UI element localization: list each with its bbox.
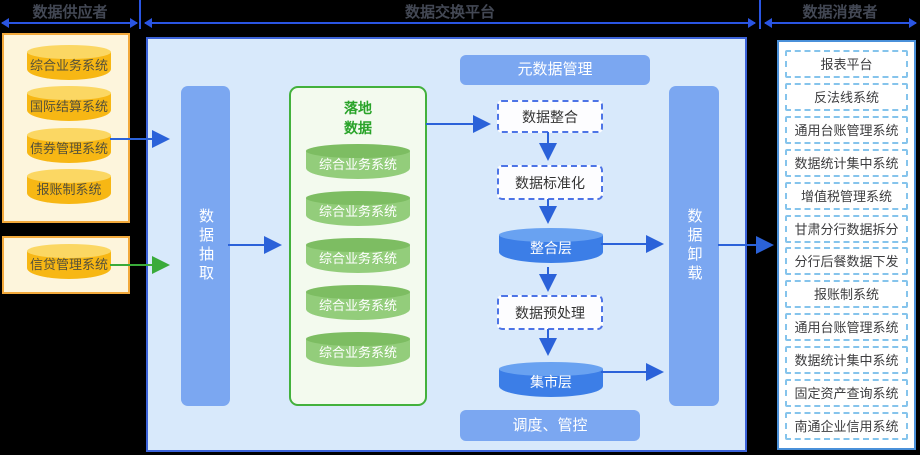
consumer-item: 反法线系统 (785, 82, 908, 111)
metadata-management-bar: 元数据管理 (460, 55, 650, 85)
integration-layer-cylinder: 整合层 (499, 228, 603, 263)
supplier-cylinder: 国际结算系统 (27, 86, 111, 122)
supplier-cylinder-label: 国际结算系统 (29, 99, 108, 115)
supplier-cylinder-label: 报账制系统 (36, 181, 102, 197)
platform-box: 数据抽取 落地 数据 综合业务系统 综合业务系统 综合业务系统 综合业务系统 综… (146, 37, 747, 452)
landing-cylinder: 综合业务系统 (306, 332, 410, 367)
extract-bar: 数据抽取 (181, 86, 230, 406)
landing-cylinder-label: 综合业务系统 (318, 204, 397, 219)
consumer-item: 通用台账管理系统 (785, 115, 908, 144)
header-divider-right (759, 0, 761, 29)
supplier-cylinder-label: 综合业务系统 (29, 58, 108, 74)
landing-title-line1: 落地 (344, 100, 372, 116)
consumer-item: 数据统计集中系统 (785, 148, 908, 177)
consumer-item: 报账制系统 (785, 280, 908, 309)
landing-cylinder-label: 综合业务系统 (318, 157, 397, 172)
supplier-cylinder-label: 债券管理系统 (29, 140, 108, 156)
landing-cylinder: 综合业务系统 (306, 191, 410, 226)
mart-layer-label: 集市层 (530, 374, 572, 390)
flow-step-data-standardization: 数据标准化 (497, 165, 603, 200)
consumer-item: 南通企业信用系统 (785, 412, 908, 441)
supplier-cylinder: 报账制系统 (27, 168, 111, 204)
flow-step-data-preprocessing: 数据预处理 (497, 295, 603, 330)
supplier-cylinder-label: 信贷管理系统 (29, 257, 108, 272)
landing-cylinder-label: 综合业务系统 (318, 298, 397, 313)
landing-cylinder-label: 综合业务系统 (318, 345, 397, 360)
flow-step-data-integration: 数据整合 (497, 100, 603, 133)
consumer-item: 报表平台 (785, 49, 908, 78)
integration-layer-label: 整合层 (530, 240, 572, 256)
header-platform: 数据交换平台 (404, 4, 495, 21)
consumer-item: 通用台账管理系统 (785, 313, 908, 342)
dimension-line-platform (144, 18, 756, 28)
supplier-cylinder: 信贷管理系统 (27, 244, 111, 279)
landing-cylinder: 综合业务系统 (306, 144, 410, 179)
supplier-group-1: 综合业务系统 国际结算系统 债券管理系统 报账制系统 (2, 33, 130, 223)
mart-layer-cylinder: 集市层 (499, 362, 603, 397)
dimension-line-supplier (1, 18, 138, 28)
supplier-cylinder: 综合业务系统 (27, 45, 111, 81)
consumer-item: 分行后餐数据下发 (785, 247, 908, 276)
consumer-box: 报表平台 反法线系统 通用台账管理系统 数据统计集中系统 增值税管理系统 甘肃分… (777, 40, 916, 450)
landing-data-box: 落地 数据 综合业务系统 综合业务系统 综合业务系统 综合业务系统 综合业务系统 (289, 86, 427, 406)
header-divider-left (139, 0, 141, 29)
consumer-item: 数据统计集中系统 (785, 346, 908, 375)
dimension-line-consumer (764, 18, 917, 28)
supplier-group-2: 信贷管理系统 (2, 236, 130, 294)
header-supplier: 数据供应者 (32, 4, 108, 21)
landing-cylinder: 综合业务系统 (306, 285, 410, 320)
landing-cylinder: 综合业务系统 (306, 238, 410, 273)
scheduling-control-bar: 调度、管控 (460, 410, 640, 441)
consumer-item: 甘肃分行数据拆分 (785, 214, 908, 243)
header-consumer: 数据消费者 (802, 4, 878, 21)
consumer-item: 增值税管理系统 (785, 181, 908, 210)
landing-cylinder-label: 综合业务系统 (318, 251, 397, 266)
unload-bar: 数据卸载 (669, 86, 719, 406)
supplier-cylinder: 债券管理系统 (27, 127, 111, 163)
landing-title-line2: 数据 (344, 120, 372, 136)
consumer-item: 固定资产查询系统 (785, 379, 908, 408)
